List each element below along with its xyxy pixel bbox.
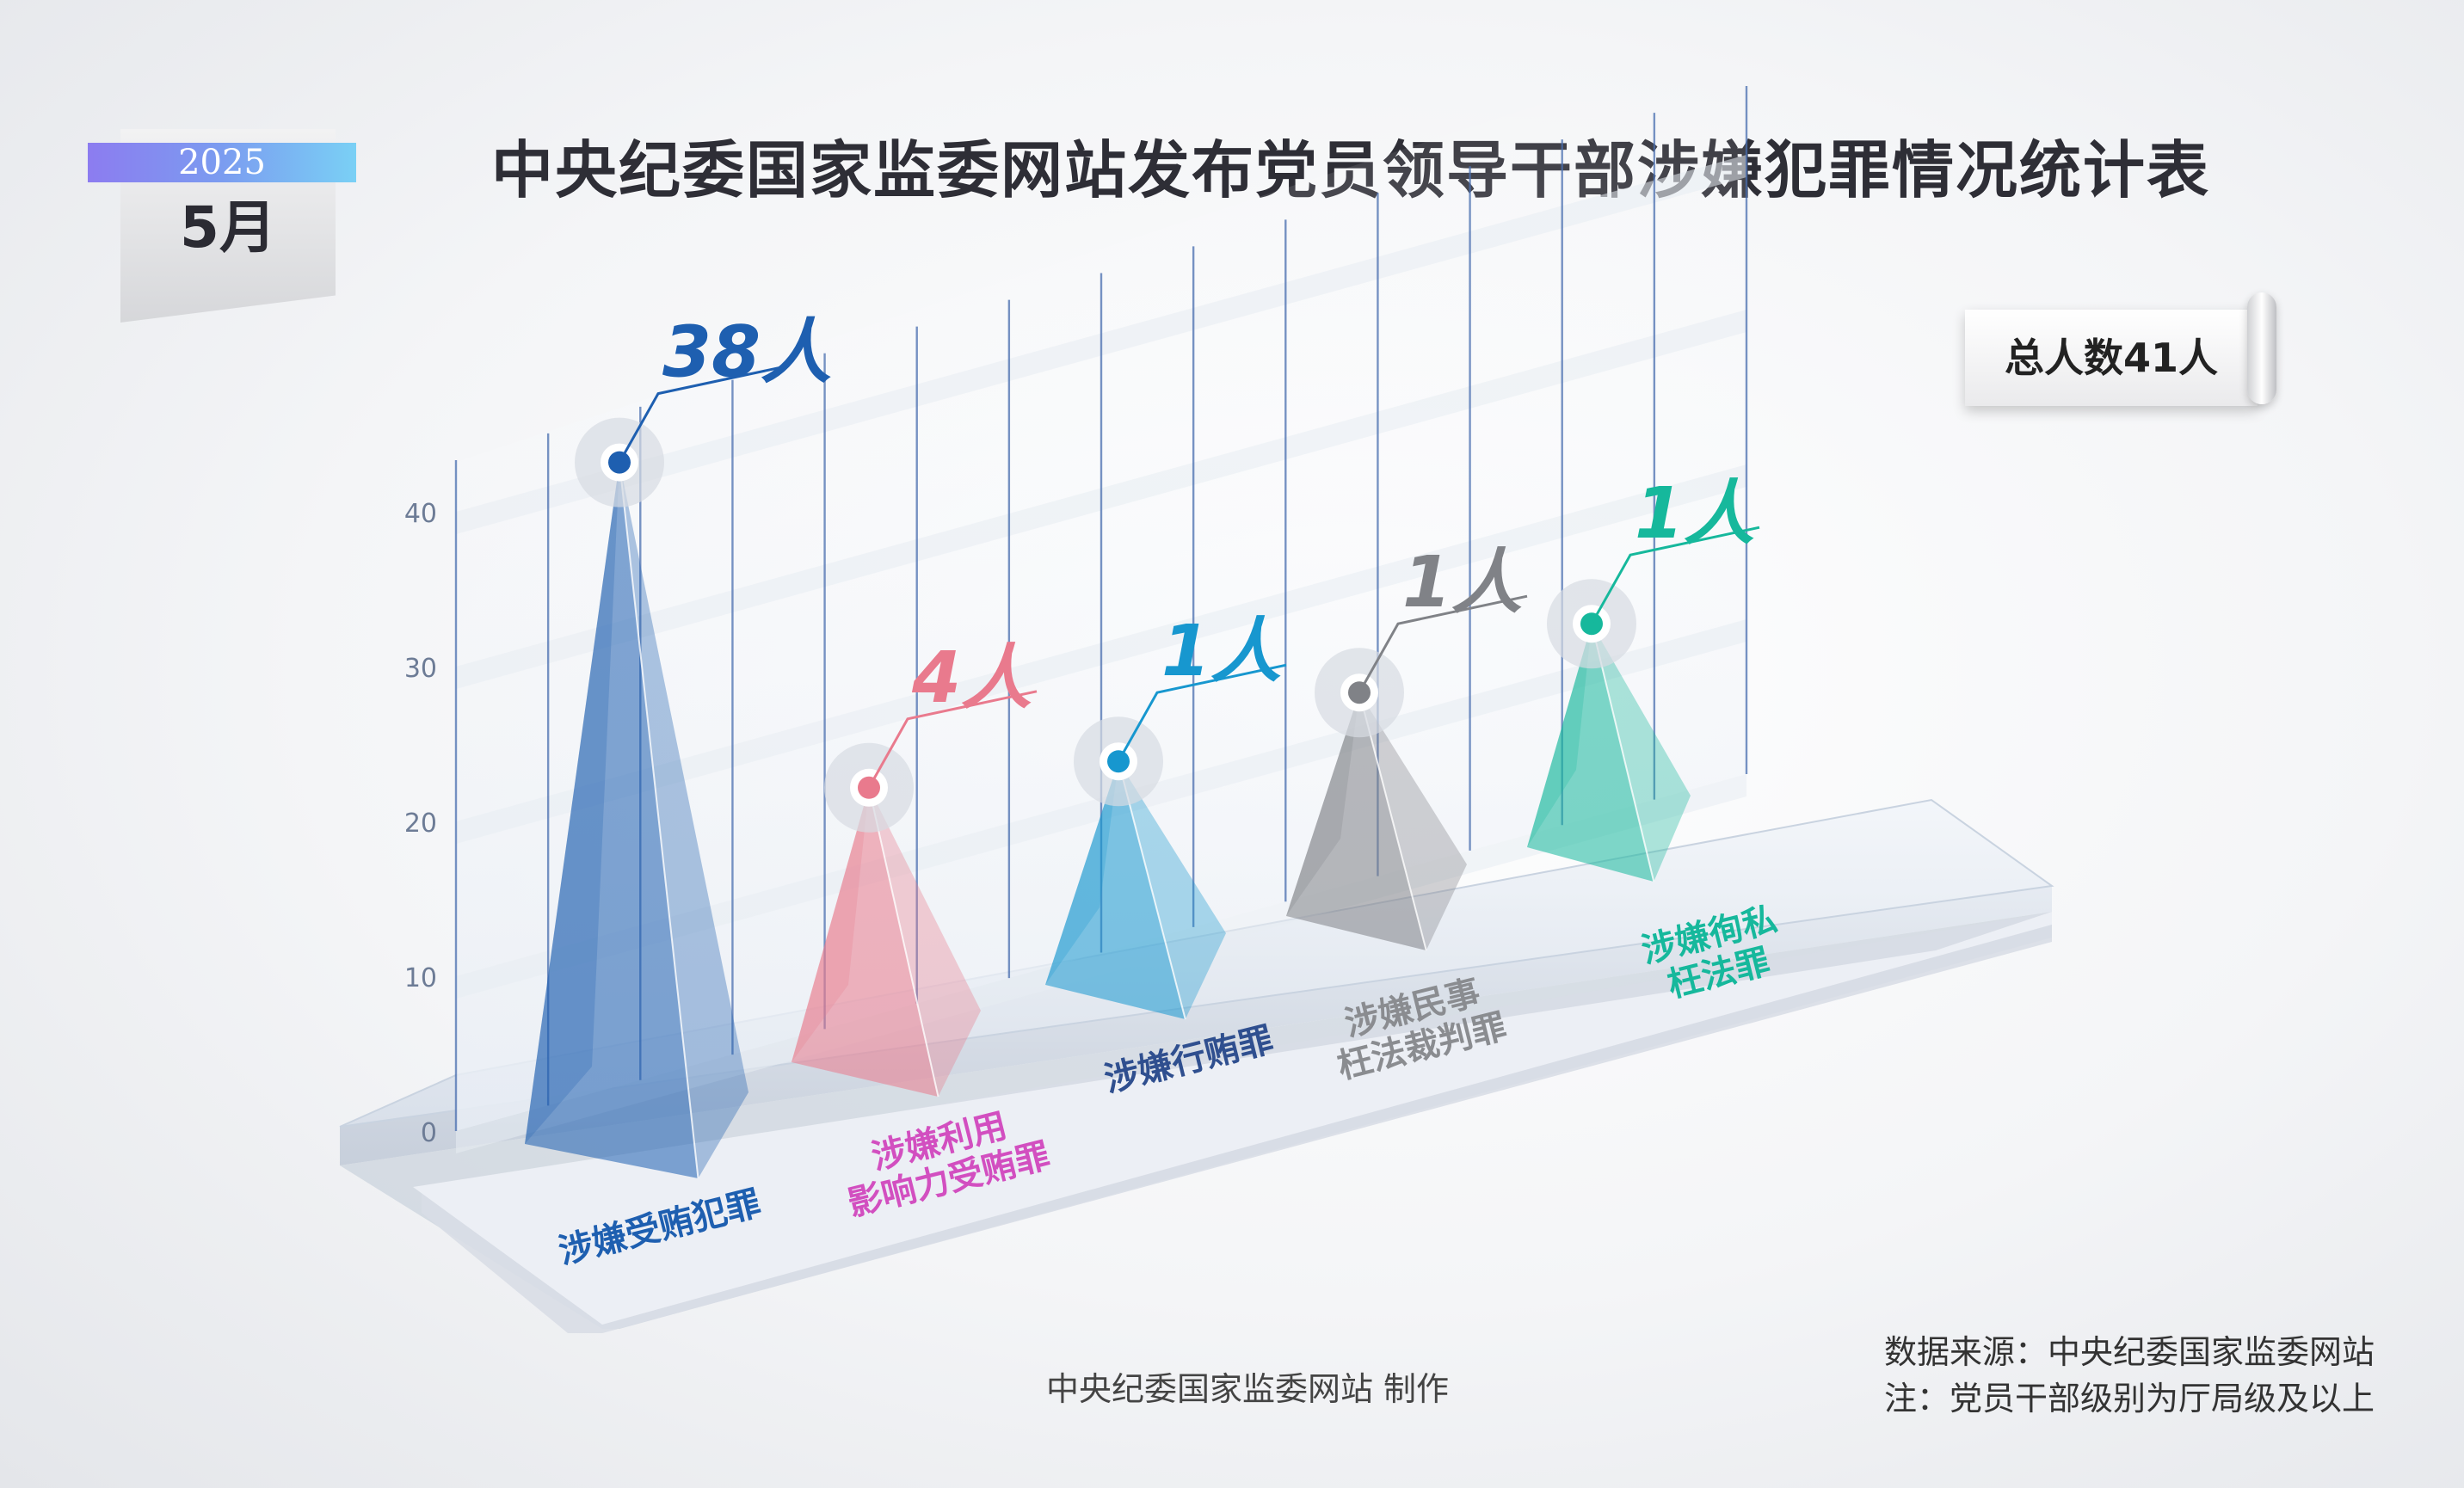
value-leader-line bbox=[618, 365, 788, 464]
bar-face-back bbox=[1045, 761, 1118, 985]
data-source: 数据来源：中央纪委国家监委网站 bbox=[1883, 1333, 2375, 1371]
badge-month: 5月 bbox=[180, 194, 276, 261]
bar bbox=[792, 787, 981, 1098]
value-leader-line bbox=[1117, 663, 1287, 762]
platform-front-edge bbox=[340, 886, 2052, 1165]
bar-face-back bbox=[1286, 692, 1359, 916]
y-tick-label: 30 bbox=[404, 654, 437, 684]
bar-face-side bbox=[1118, 761, 1226, 1019]
bar-face-front bbox=[792, 787, 939, 1097]
scroll-icon bbox=[2247, 292, 2276, 404]
bar-face-back bbox=[1527, 624, 1592, 847]
value-label: 4人 bbox=[911, 637, 1032, 719]
bar-face-back bbox=[792, 787, 869, 1062]
value-label: 38人 bbox=[662, 312, 831, 394]
value-label: 1人 bbox=[1402, 542, 1522, 624]
total-count-label: 总人数41人 bbox=[1965, 310, 2258, 406]
bar-face-front bbox=[525, 462, 699, 1178]
value-label: 1人 bbox=[1635, 473, 1754, 555]
y-tick-label: 40 bbox=[404, 499, 437, 529]
bar-face-front bbox=[1045, 761, 1186, 1019]
y-tick-label: 20 bbox=[404, 809, 437, 839]
bar-face-side bbox=[869, 787, 981, 1097]
maker-credit: 中央纪委国家监委网站 制作 bbox=[1045, 1370, 1450, 1408]
bar-edge bbox=[868, 787, 939, 1098]
bar bbox=[1045, 760, 1226, 1020]
source-note: 数据来源：中央纪委国家监委网站 注：党员干部级别为厅局级及以上 bbox=[1721, 1329, 2375, 1422]
value-label: 1人 bbox=[1161, 611, 1281, 692]
value-leader-line bbox=[1358, 594, 1528, 693]
bar bbox=[525, 462, 748, 1179]
bar-face-front bbox=[1286, 692, 1426, 950]
value-leader-line bbox=[867, 690, 1038, 789]
y-tick-label: 10 bbox=[404, 963, 437, 993]
y-tick-label: 0 bbox=[421, 1118, 437, 1148]
bar-face-side bbox=[1592, 624, 1691, 882]
bar-face-side bbox=[1359, 692, 1467, 950]
level-note: 注：党员干部级别为厅局级及以上 bbox=[1883, 1380, 2375, 1417]
value-leader-line bbox=[1590, 526, 1760, 624]
bar-face-front bbox=[1527, 624, 1654, 882]
bar-edge bbox=[619, 462, 699, 1179]
bar-face-back bbox=[525, 462, 619, 1144]
bar-face-side bbox=[619, 462, 748, 1178]
badge-year: 2025 bbox=[88, 143, 356, 182]
